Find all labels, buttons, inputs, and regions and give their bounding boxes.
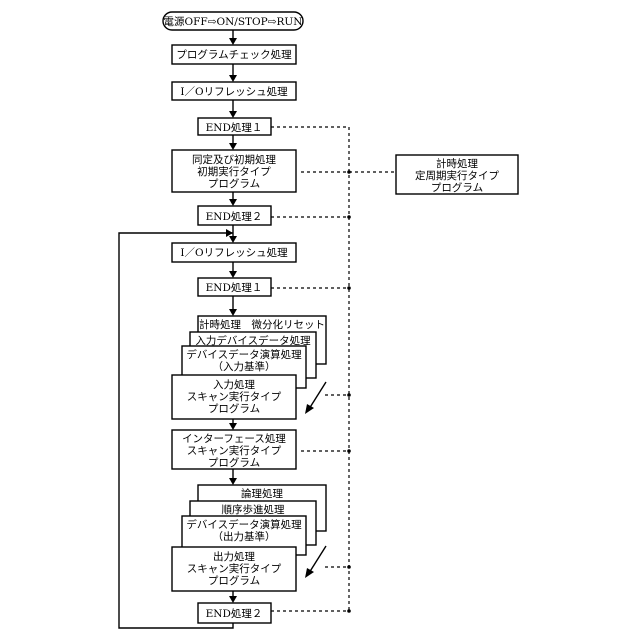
interface-scan-box: インターフェース処理 スキャン実行タイプ プログラム — [172, 430, 296, 469]
device-calc-input-line1: デバイスデータ演算処理 — [186, 348, 302, 361]
timer-reset-label: 計時処理 微分化リセット — [199, 318, 325, 331]
end2-box-b: END処理２ — [198, 603, 271, 623]
end2-label-b: END処理２ — [206, 607, 263, 620]
input-scan-line1: 入力処理 — [213, 378, 255, 391]
diagonal-arrows — [305, 382, 326, 578]
input-stack-group: 計時処理 微分化リセット 入力デバイスデータ処理 デバイスデータ演算処理 （入力… — [172, 316, 326, 419]
initial-line2: 初期実行タイプ — [197, 165, 271, 178]
timer-line1: 計時処理 — [436, 157, 478, 170]
program-check-label: プログラムチェック処理 — [176, 48, 292, 61]
logic-label: 論理処理 — [241, 487, 283, 500]
output-stack-group: 論理処理 順序歩進処理 デバイスデータ演算処理 （出力基準） 出力処理 スキャン… — [172, 485, 326, 591]
end2-label-a: END処理２ — [206, 210, 263, 223]
start-label: 電源OFF⇨ON/STOP⇨RUN — [164, 15, 303, 28]
timer-line2: 定周期実行タイプ — [415, 169, 499, 182]
start-node: 電源OFF⇨ON/STOP⇨RUN — [163, 12, 303, 30]
output-scan-line1: 出力処理 — [213, 550, 255, 563]
initial-line1: 同定及び初期処理 — [192, 153, 276, 166]
sequence-step-label: 順序歩進処理 — [222, 503, 285, 516]
end1-box-a: END処理１ — [198, 118, 271, 135]
io-refresh-box-1: I／Oリフレッシュ処理 — [172, 82, 296, 100]
end1-box-b: END処理１ — [198, 278, 271, 296]
input-scan-line3: プログラム — [208, 402, 260, 415]
initial-processing-box: 同定及び初期処理 初期実行タイプ プログラム — [172, 150, 296, 192]
end1-label-a: END処理１ — [206, 121, 263, 134]
timer-line3: プログラム — [431, 181, 483, 194]
interface-scan-line2: スキャン実行タイプ — [187, 444, 282, 457]
output-scan-line2: スキャン実行タイプ — [187, 562, 282, 575]
device-calc-output-line2: （出力基準） — [213, 530, 276, 543]
end1-label-b: END処理１ — [206, 281, 263, 294]
io-refresh-box-2: I／Oリフレッシュ処理 — [172, 243, 296, 262]
device-calc-output-line1: デバイスデータ演算処理 — [186, 518, 302, 531]
initial-line3: プログラム — [208, 177, 260, 190]
output-scan-line3: プログラム — [208, 574, 260, 587]
interface-scan-line1: インターフェース処理 — [182, 432, 286, 445]
interface-scan-line3: プログラム — [208, 456, 260, 469]
input-device-data-label: 入力デバイスデータ処理 — [195, 334, 311, 347]
end2-box-a: END処理２ — [198, 206, 271, 225]
program-check-box: プログラムチェック処理 — [172, 45, 296, 64]
input-scan-line2: スキャン実行タイプ — [187, 390, 282, 403]
io-refresh-label-1: I／Oリフレッシュ処理 — [180, 85, 288, 98]
device-calc-input-line2: （入力基準） — [213, 360, 276, 373]
timer-processing-box: 計時処理 定周期実行タイプ プログラム — [396, 155, 518, 194]
io-refresh-label-2: I／Oリフレッシュ処理 — [180, 246, 288, 259]
